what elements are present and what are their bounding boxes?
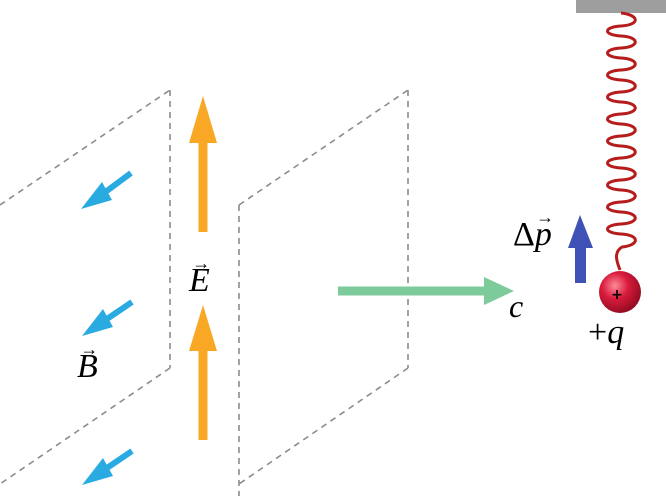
b-field-arrow-bottom	[82, 448, 134, 485]
charge-sign: +	[588, 314, 608, 351]
magnetic-field-symbol: B	[77, 348, 98, 385]
charge-symbol: q	[607, 314, 625, 351]
momentum-arrow	[568, 215, 593, 283]
electric-field-symbol: E	[189, 262, 210, 299]
delta-symbol: Δ	[513, 216, 535, 253]
charge-badge-sign: +	[611, 287, 623, 303]
wavefront-plane-right	[238, 89, 409, 496]
vector-arrow-icon: →	[536, 207, 555, 227]
e-field-arrow-lower	[189, 305, 217, 440]
b-field-arrow-middle	[82, 299, 134, 336]
momentum-symbol: p	[534, 216, 552, 253]
vector-arrow-icon: →	[80, 339, 99, 359]
e-field-arrow-upper	[189, 96, 217, 232]
momentum-change-label: Δp→	[513, 208, 554, 253]
magnetic-field-label: B→	[77, 340, 98, 385]
charge-ball: +	[599, 271, 641, 313]
vector-arrow-icon: →	[192, 253, 211, 273]
wavefront-plane-left	[0, 89, 171, 485]
b-field-arrow-top	[81, 170, 133, 209]
charge-label: +q	[588, 316, 624, 350]
wave-speed-label: c	[509, 288, 524, 324]
propagation-arrow	[338, 277, 514, 305]
spring	[606, 11, 637, 271]
ceiling-mount	[576, 0, 666, 13]
electric-field-label: E→	[189, 254, 210, 299]
